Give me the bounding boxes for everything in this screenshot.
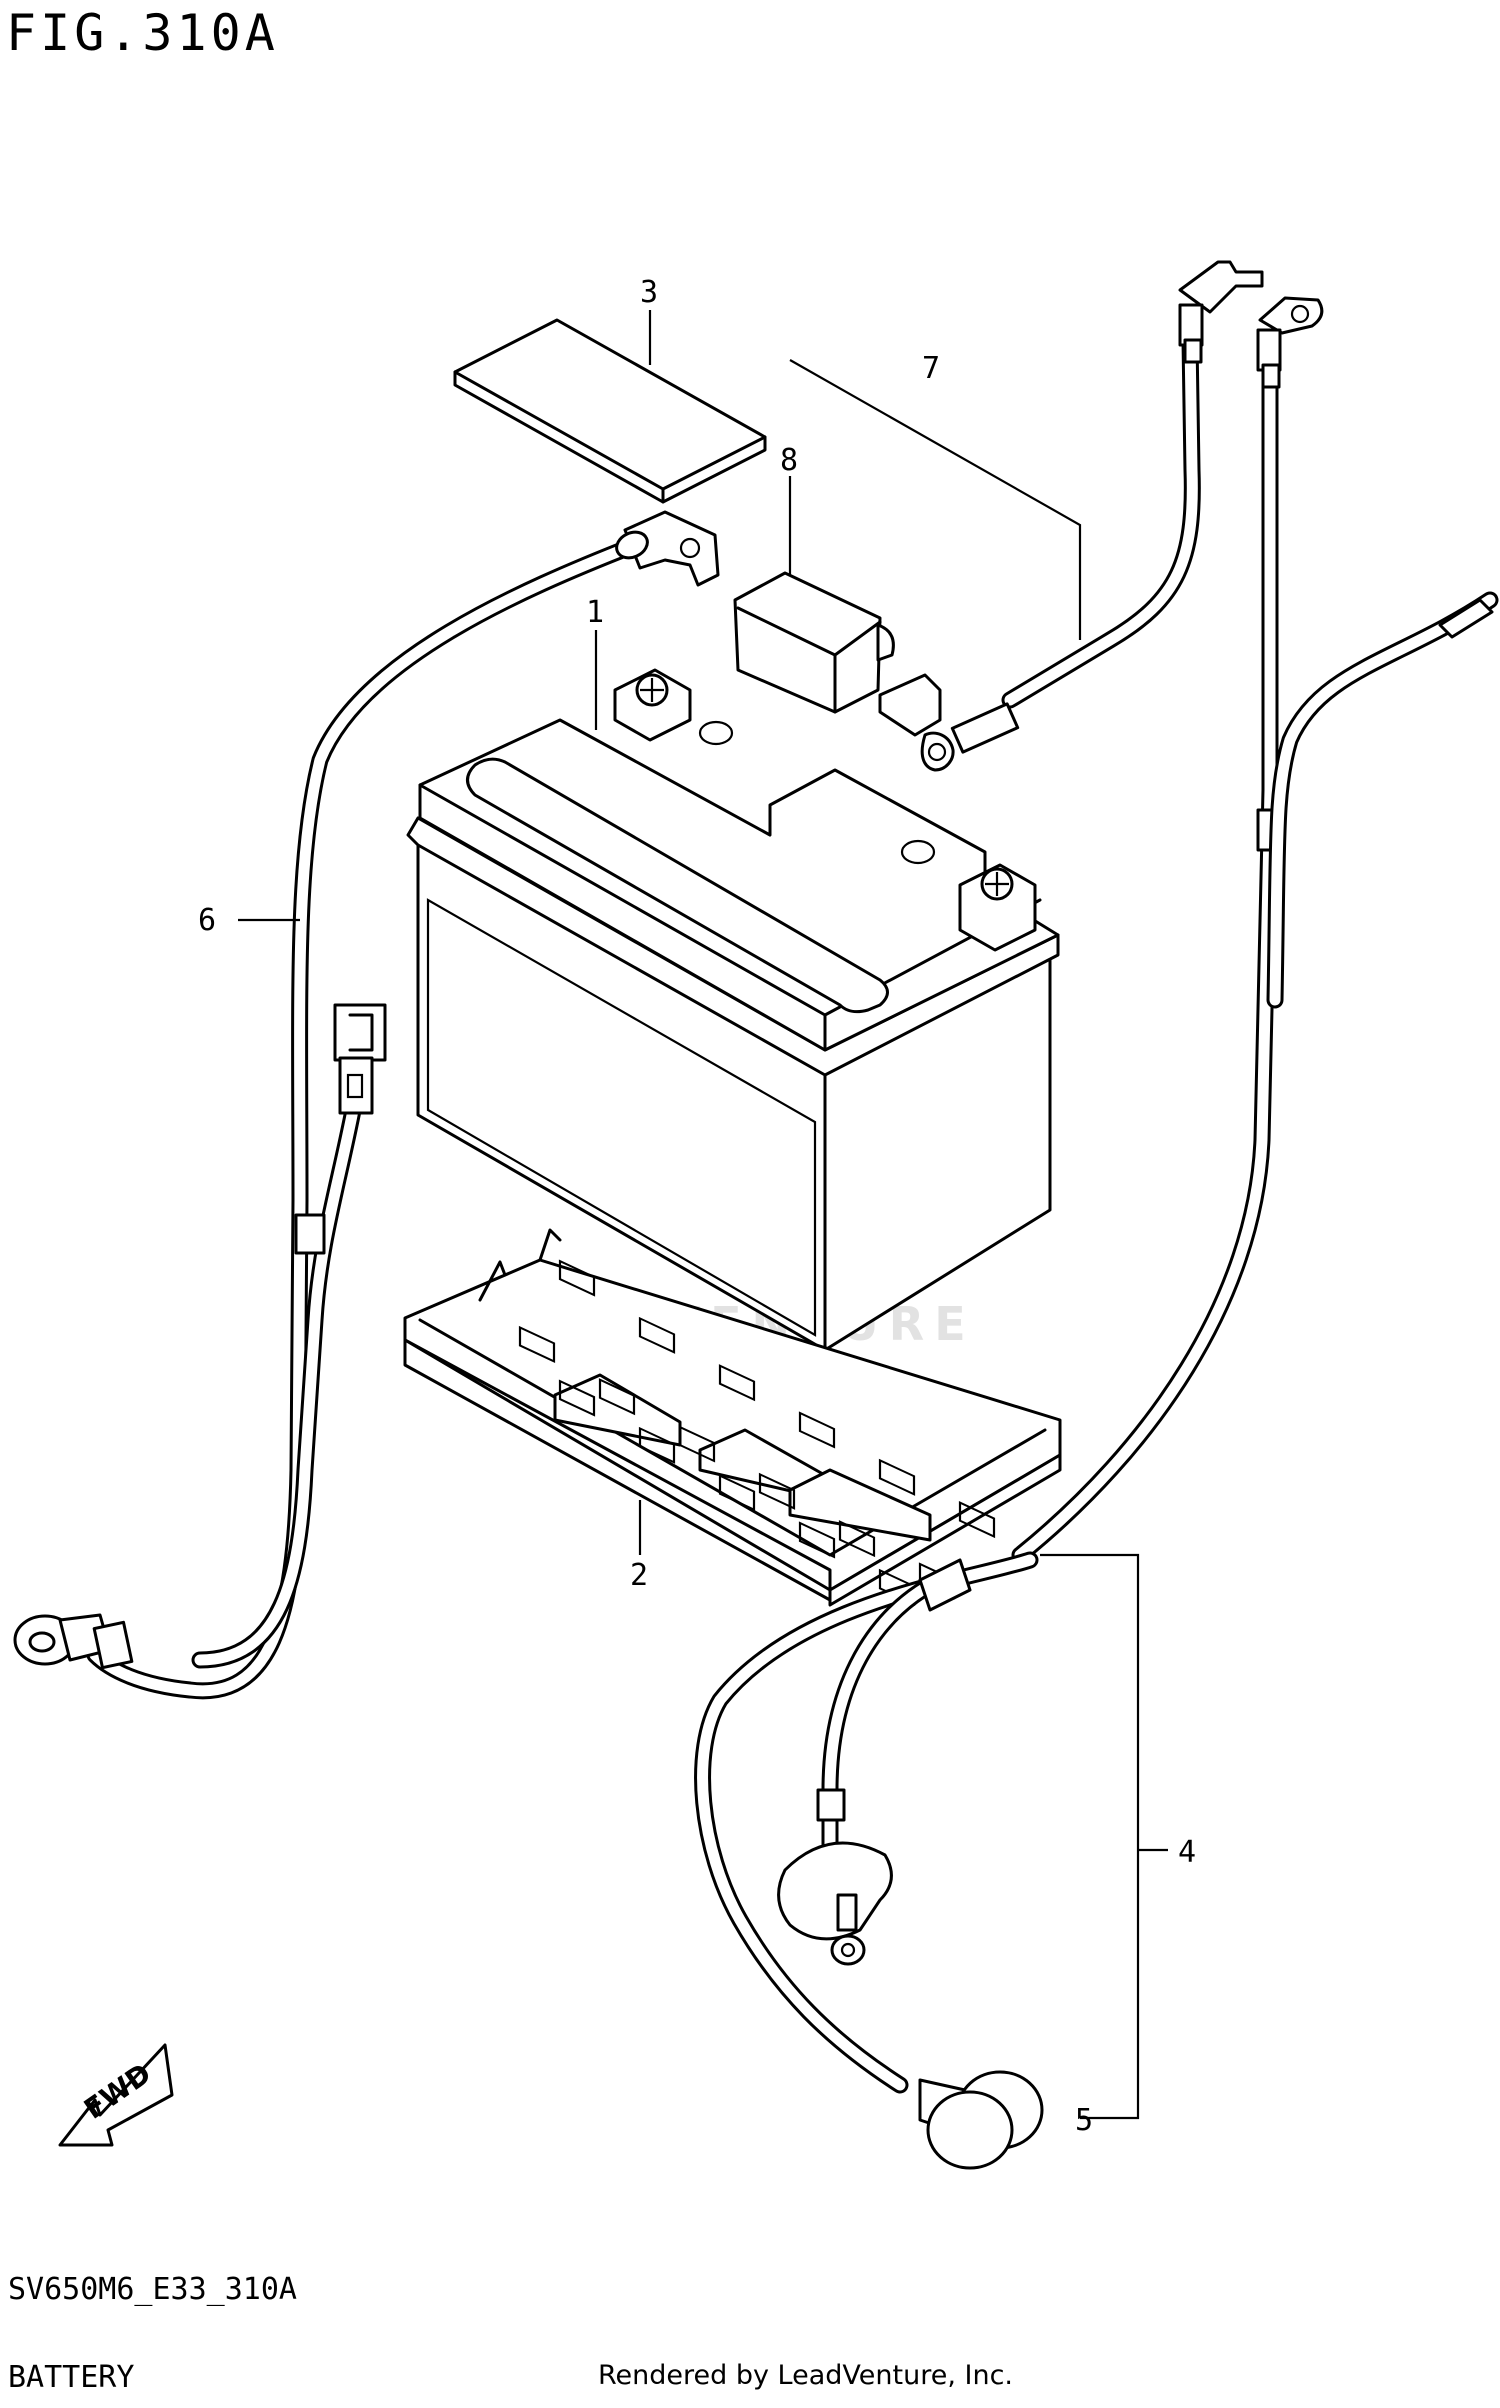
part-7-positive-cable <box>878 260 1324 1564</box>
model-code: SV650M6_E33_310A <box>8 2272 297 2307</box>
callout-8: 8 <box>780 443 798 478</box>
callout-4: 4 <box>1178 1835 1196 1870</box>
callout-7: 7 <box>922 351 940 386</box>
part-1-battery <box>406 668 1060 1352</box>
fwd-direction-badge: FWD <box>58 2043 174 2147</box>
leader-7 <box>789 359 1082 640</box>
part-3-pad <box>453 318 767 504</box>
figure-title: FIG.310A <box>6 4 279 62</box>
callout-2: 2 <box>630 1558 648 1593</box>
leader-4-bracket <box>1040 1553 1140 2120</box>
part-8-terminal-cover <box>733 571 895 714</box>
part-6-negative-cable <box>13 510 720 1700</box>
callout-6: 6 <box>198 903 216 938</box>
part-2-battery-tray <box>403 1228 1062 1607</box>
render-credit: Rendered by LeadVenture, Inc. <box>598 2360 1014 2391</box>
callout-5: 5 <box>1075 2103 1093 2138</box>
callout-3: 3 <box>640 275 658 310</box>
callout-1: 1 <box>586 595 604 630</box>
part-4-harness <box>694 591 1499 2170</box>
section-name: BATTERY <box>8 2360 135 2395</box>
